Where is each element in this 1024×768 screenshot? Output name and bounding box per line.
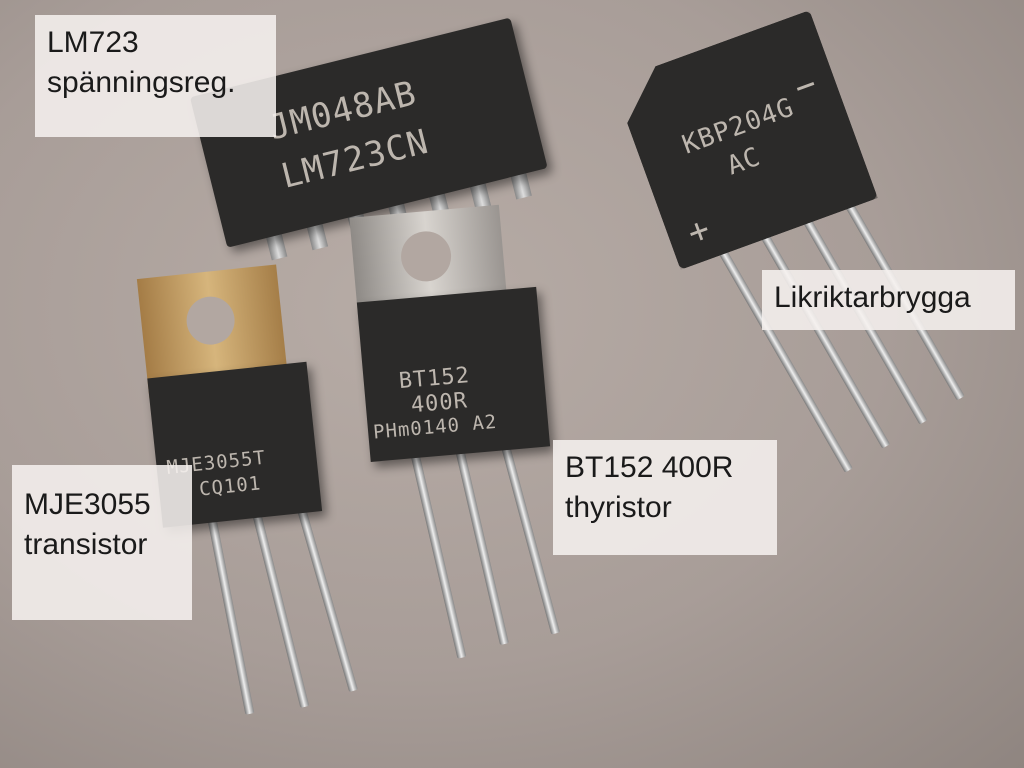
chip-marking: CQ101 (198, 472, 263, 501)
label-transistor: MJE3055 transistor (12, 465, 192, 620)
label-line: spänningsreg. (47, 66, 236, 99)
label-line: Likriktarbrygga (774, 281, 971, 314)
chip-marking: AC (723, 141, 765, 182)
label-line: MJE3055 (24, 488, 151, 521)
label-line: transistor (24, 528, 148, 561)
plus-marking: + (682, 208, 717, 254)
label-line: BT152 400R (565, 451, 734, 484)
minus-marking: − (788, 63, 823, 109)
thyristor: BT152 400R PHm0140 A2 (334, 202, 561, 659)
label-line: LM723 (47, 26, 139, 59)
label-bridge: Likriktarbrygga (762, 270, 1015, 330)
label-line: thyristor (565, 491, 672, 524)
chip-marking: PHm0140 A2 (372, 410, 499, 444)
label-thyristor: BT152 400R thyristor (553, 440, 777, 555)
bridge-rectifier: KBP204G AC + − (612, 10, 965, 473)
label-lm723: LM723 spänningsreg. (35, 15, 276, 137)
